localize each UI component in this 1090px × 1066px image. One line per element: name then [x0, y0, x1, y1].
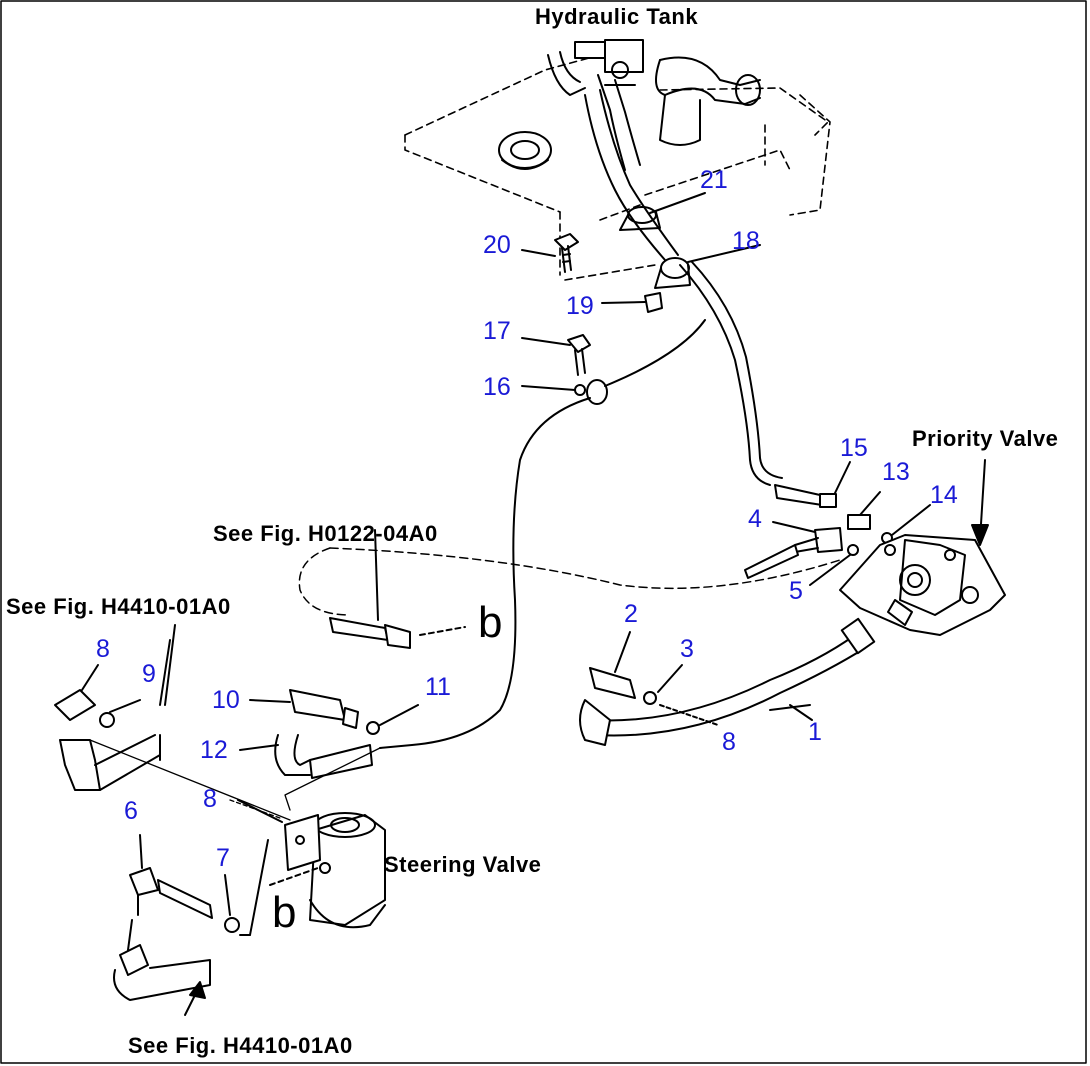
callout-2: 2: [624, 600, 638, 628]
callout-20: 20: [483, 231, 511, 259]
leader-21: [649, 192, 706, 214]
priority-valve-arrow: [971, 459, 989, 546]
o-ring-7: [224, 917, 240, 933]
callout-18: 18: [732, 227, 760, 255]
leader-18: [687, 244, 761, 263]
leader-15: [834, 461, 851, 494]
leader-5: [809, 554, 851, 586]
hose-h4410-lower: [113, 919, 211, 1016]
callout-15: 15: [840, 434, 868, 462]
elbow-2: [579, 667, 636, 746]
fitting-13: [847, 514, 871, 530]
callout-8-middle: 8: [722, 728, 736, 756]
steering-return-line: [379, 319, 706, 749]
label-steering-valve: Steering Valve: [384, 852, 542, 877]
leader-8-lower: [237, 799, 283, 823]
callout-14: 14: [930, 481, 958, 509]
leader-1: [789, 704, 813, 721]
callout-21: 21: [700, 166, 728, 194]
callout-7: 7: [216, 844, 230, 872]
clamp-16: [574, 379, 608, 405]
steering-valve-body: [284, 812, 386, 929]
leader-16: [521, 385, 576, 391]
leader-20: [521, 249, 556, 257]
hose-end-h0122: [329, 529, 411, 649]
elbow-10: [289, 689, 359, 729]
o-ring-3: [643, 691, 657, 705]
hose-1: [589, 617, 876, 737]
callout-12: 12: [200, 736, 228, 764]
elbow-8-upper: [54, 689, 101, 791]
tank-filler-cap: [498, 131, 552, 170]
callout-4: 4: [748, 505, 762, 533]
clamp-21: [619, 206, 661, 231]
leader-6: [139, 834, 143, 869]
callout-13: 13: [882, 458, 910, 486]
label-see-fig-h0122: See Fig. H0122-04A0: [213, 521, 438, 546]
hydraulic-tank-outline: [404, 54, 831, 281]
o-ring-9: [99, 712, 115, 728]
label-see-fig-h4410-top: See Fig. H4410-01A0: [6, 594, 231, 619]
callout-8-leader-mid: [659, 704, 719, 726]
elbow-4: [744, 527, 843, 579]
leader-13: [859, 491, 881, 516]
connector-b-bottom: b: [272, 888, 297, 937]
callout-17: 17: [483, 317, 511, 345]
elbow-6: [129, 867, 213, 919]
leader-4: [772, 521, 816, 533]
leader-11: [379, 704, 419, 726]
leader-3: [657, 664, 683, 693]
fitting-15: [774, 484, 837, 508]
leader-19: [601, 301, 646, 304]
callout-1: 1: [808, 718, 822, 746]
priority-feed-hose: [679, 261, 783, 486]
connector-b-top: b: [478, 598, 503, 647]
h0122-link-curve: [298, 547, 841, 616]
bolt-17: [567, 334, 591, 376]
tank-breather-pipe: [655, 56, 761, 146]
clamp-18: [654, 257, 691, 289]
callout-16: 16: [483, 373, 511, 401]
leader-h4410-top: [164, 624, 176, 706]
leader-7: [224, 874, 231, 916]
hose-12: [274, 734, 373, 779]
leader-8-upper: [81, 664, 99, 691]
label-see-fig-h4410-bottom: See Fig. H4410-01A0: [128, 1033, 353, 1058]
leader-10: [249, 699, 291, 703]
leader-lines-left: [89, 739, 381, 821]
o-ring-5: [847, 544, 859, 556]
callout-8-lower: 8: [203, 785, 217, 813]
callout-9: 9: [142, 660, 156, 688]
callout-6: 6: [124, 797, 138, 825]
leader-9: [109, 699, 141, 713]
label-priority-valve: Priority Valve: [912, 426, 1059, 451]
tank-hose: [584, 89, 679, 261]
callout-11: 11: [425, 673, 451, 701]
arrow-to-b-bottom: [239, 839, 319, 936]
callout-3: 3: [680, 635, 694, 663]
callout-5: 5: [789, 577, 803, 605]
o-ring-11: [366, 721, 380, 735]
leader-2: [614, 631, 631, 673]
hose-h4410-upper: [94, 639, 171, 791]
nut-19: [644, 292, 663, 313]
leader-12: [239, 744, 279, 751]
callout-8-upper: 8: [96, 635, 110, 663]
leader-14: [891, 504, 931, 536]
leader-17: [521, 337, 571, 346]
tank-fitting-cluster: [547, 39, 644, 171]
label-hydraulic-tank: Hydraulic Tank: [535, 4, 699, 29]
priority-valve-body: [839, 534, 1006, 636]
bolt-20: [554, 233, 579, 273]
arrow-to-b-top: [419, 626, 466, 636]
callout-19: 19: [566, 292, 594, 320]
callout-10: 10: [212, 686, 240, 714]
